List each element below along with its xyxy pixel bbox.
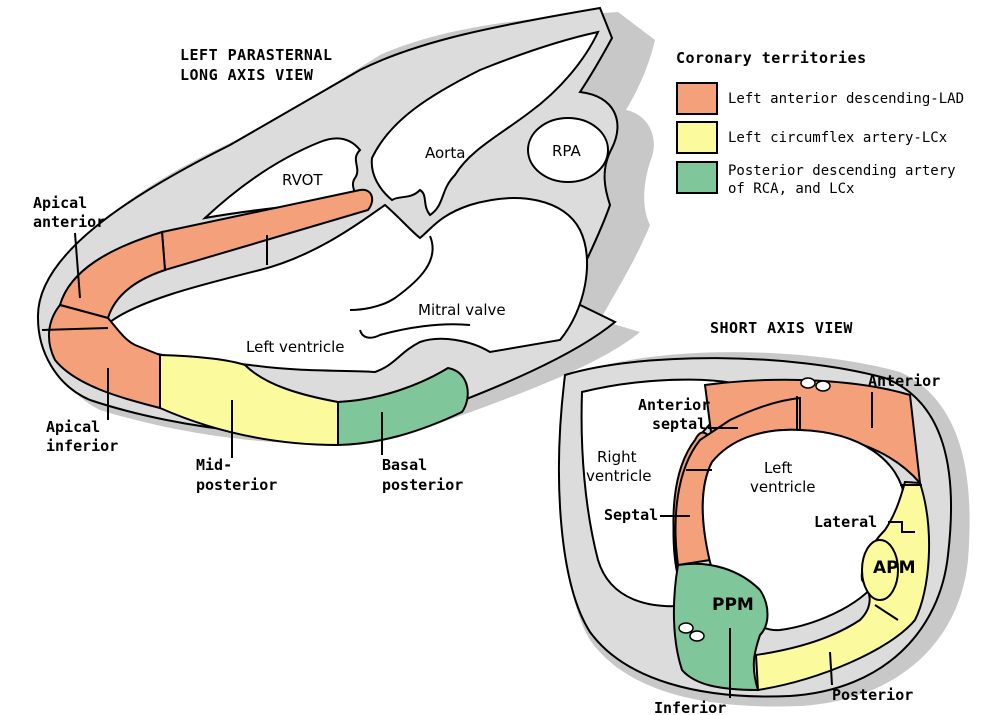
- rvot-label: RVOT: [282, 171, 323, 189]
- apical-inferior-label-2: inferior: [46, 437, 118, 455]
- vessel-top-2: [816, 381, 830, 391]
- long-axis-view: [38, 8, 655, 445]
- sa-left-ventricle-label-2: ventricle: [750, 478, 815, 496]
- apical-anterior-label-1: Apical: [33, 194, 87, 212]
- sa-left-ventricle-label-1: Left: [764, 459, 792, 477]
- vessel-bottom-2: [690, 631, 704, 641]
- mitral-valve-label: Mitral valve: [418, 301, 506, 319]
- sa-septal-label: Septal: [604, 506, 658, 524]
- vessel-top-1: [801, 378, 815, 388]
- sa-right-ventricle-label-2: ventricle: [586, 467, 651, 485]
- long-axis-title-line1: LEFT PARASTERNAL: [180, 46, 333, 64]
- sa-anterior-septal-label-2: septal: [652, 415, 706, 433]
- legend-swatch-lad: [677, 83, 717, 114]
- legend-label-lcx: Left circumflex artery-LCx: [728, 130, 947, 146]
- sa-right-ventricle-label-1: Right: [597, 448, 637, 466]
- ppm-label: PPM: [712, 595, 754, 615]
- aorta-label: Aorta: [425, 144, 465, 162]
- legend-label-rca-line2: of RCA, and LCx: [728, 181, 854, 197]
- mid-posterior-label-1: Mid-: [196, 456, 232, 474]
- basal-posterior-label-2: posterior: [382, 476, 463, 494]
- apical-anterior-label-2: anterior: [33, 213, 105, 231]
- rpa-label: RPA: [552, 142, 582, 160]
- sa-lateral-label: Lateral: [814, 513, 877, 531]
- long-axis-title-line2: LONG AXIS VIEW: [180, 66, 314, 84]
- apical-inferior-label-1: Apical: [46, 418, 100, 436]
- legend-title: Coronary territories: [676, 49, 867, 67]
- apm-label: APM: [873, 558, 916, 578]
- sa-anterior-septal-label-1: Anterior: [638, 396, 710, 414]
- vessel-bottom-1: [679, 623, 693, 633]
- legend-label-lad: Left anterior descending-LAD: [728, 91, 964, 107]
- legend: Coronary territories Left anterior desce…: [676, 49, 964, 197]
- mid-posterior-label-2: posterior: [196, 476, 277, 494]
- left-ventricle-label: Left ventricle: [246, 338, 344, 356]
- sa-inferior-label: Inferior: [654, 699, 726, 715]
- sa-posterior-label: Posterior: [832, 686, 913, 704]
- sa-anterior-label: Anterior: [868, 372, 940, 390]
- legend-label-rca-line1: Posterior descending artery: [728, 163, 956, 179]
- legend-swatch-rca: [677, 162, 717, 193]
- short-axis-title: SHORT AXIS VIEW: [710, 319, 853, 337]
- legend-swatch-lcx: [677, 122, 717, 153]
- basal-posterior-label-1: Basal: [382, 456, 427, 474]
- short-axis-view: [559, 352, 970, 706]
